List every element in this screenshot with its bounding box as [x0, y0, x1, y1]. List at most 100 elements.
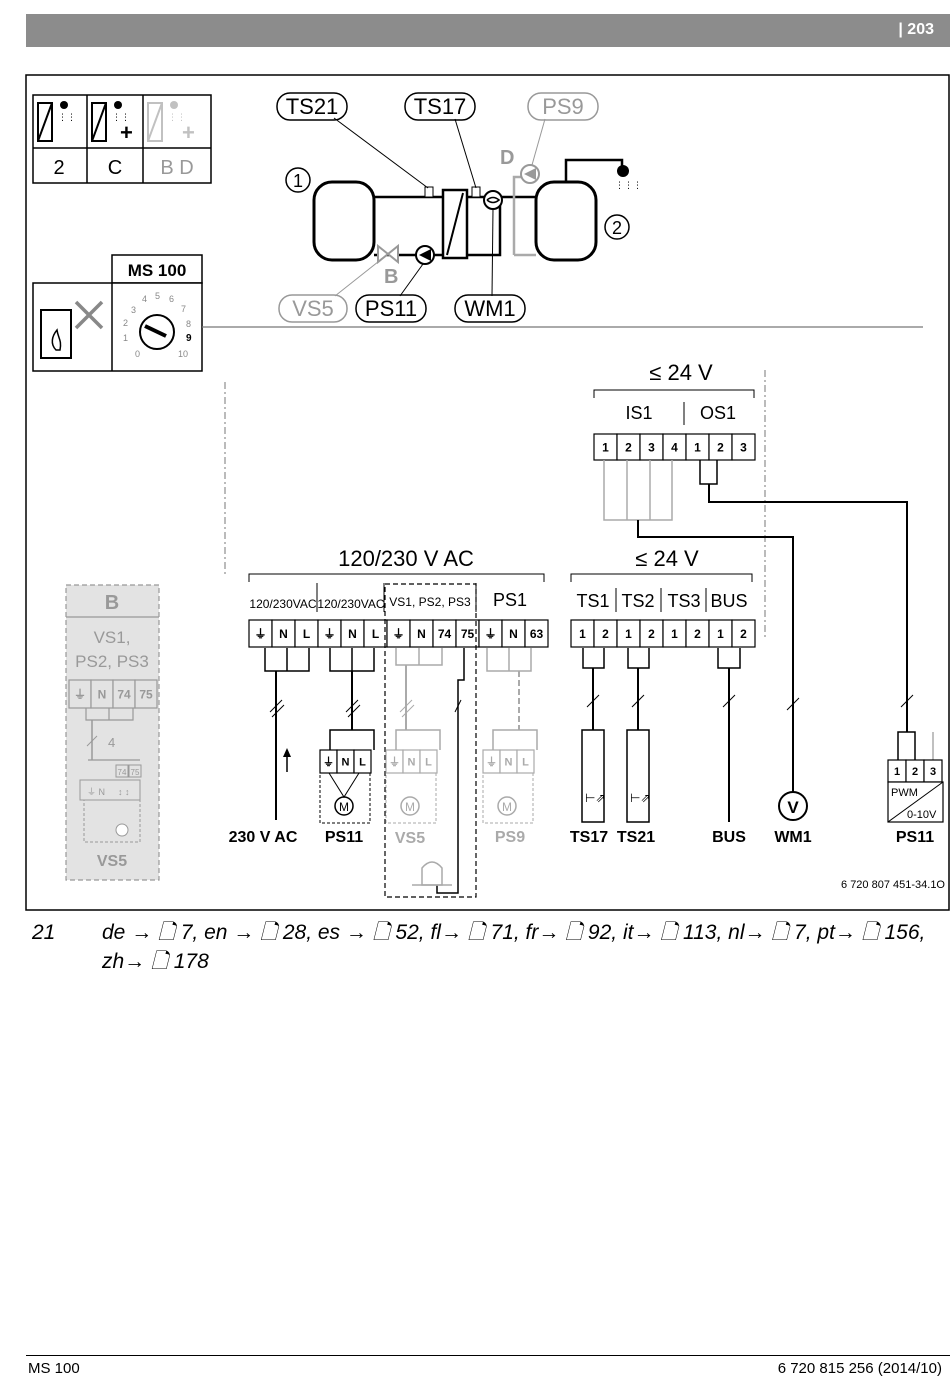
bottom-label: 230 V AC: [229, 829, 298, 846]
terminal-label: 1: [579, 627, 586, 641]
terminal-label: 75: [461, 627, 475, 641]
svg-text:↕ ↕: ↕ ↕: [118, 787, 130, 797]
option-label: VS5: [97, 853, 127, 870]
boiler-icon: [40, 309, 72, 359]
footer-product: MS 100: [28, 1360, 80, 1377]
svg-text:M: M: [339, 800, 349, 814]
terminal-label: 1: [602, 440, 609, 454]
is1-label: IS1: [625, 403, 652, 423]
module-name: MS 100: [128, 261, 187, 280]
vs5-dashed-box: [384, 583, 477, 898]
language-references: de → 🗋 7, en → 🗋 28, es → 🗋 52, fl→ 🗋 71…: [102, 921, 926, 973]
letter-b: B: [384, 266, 398, 288]
ts17-sensor: [471, 186, 481, 198]
dial-pointer: [144, 324, 167, 338]
terminal-label: 2: [717, 440, 724, 454]
svg-text:10: 10: [178, 349, 188, 359]
terminal-label: ⏚: [323, 627, 335, 641]
config-table: ⋮⋮ ⋮⋮ + ⋮⋮ + 2 C B D: [32, 94, 212, 184]
flame-icon: [51, 328, 62, 351]
bottom-label: WM1: [774, 829, 811, 846]
terminal-label: 1: [894, 766, 900, 778]
svg-text:1: 1: [123, 333, 128, 343]
terminal-label: 2: [625, 440, 632, 454]
label-ts17: TS17: [414, 94, 467, 119]
circle-label-2: 2: [612, 218, 622, 238]
wiring-diagram: ⋮⋮ ⋮⋮ + ⋮⋮ + 2 C B D MS 100: [25, 74, 950, 911]
bottom-label: PS9: [495, 829, 525, 846]
svg-text:2: 2: [123, 318, 128, 328]
terminal-label: N: [279, 627, 288, 641]
terminal-label: 3: [740, 440, 747, 454]
terminal-label: L: [303, 627, 310, 641]
terminal-label: 2: [602, 627, 609, 641]
terminal-label: 1: [694, 440, 701, 454]
storage-icon-2: ⋮⋮ +: [91, 101, 133, 145]
bottom-label: BUS: [712, 829, 746, 846]
svg-text:8: 8: [186, 319, 191, 329]
label-ps11: PS11: [365, 296, 417, 321]
vs5-motor-icon: [400, 796, 420, 816]
footer-doc-code: 6 720 815 256 (2014/10): [777, 1360, 942, 1377]
svg-text:⋮⋮⋮: ⋮⋮⋮: [615, 180, 642, 190]
bottom-label: VS5: [395, 830, 425, 847]
svg-text:⋮⋮: ⋮⋮: [58, 112, 76, 122]
ts-group-1: TS1: [576, 591, 609, 611]
label-vs5: VS5: [292, 296, 334, 321]
mains-group-3: VS1, PS2, PS3: [389, 595, 471, 609]
terminal-label: 2: [694, 627, 701, 641]
storage-icon-3: ⋮⋮ +: [147, 101, 195, 145]
terminal-label: N: [509, 627, 518, 641]
svg-text:+: +: [182, 120, 195, 145]
svg-text:7: 7: [181, 304, 186, 314]
thermistor-icon: ⊢⇗: [630, 791, 651, 805]
terminal-label: 75: [139, 687, 153, 701]
terminal-label: 1: [625, 627, 632, 641]
terminal-label: ⏚: [389, 755, 400, 768]
terminal-label: 1: [717, 627, 724, 641]
dial-selected: 9: [186, 333, 192, 344]
terminal-label: ⏚: [74, 687, 86, 701]
tank-1: [312, 180, 376, 262]
low-voltage-label-top: ≤ 24 V: [649, 360, 713, 385]
terminal-label: 74: [438, 627, 452, 641]
svg-text:5: 5: [155, 291, 160, 301]
option-title: B: [105, 592, 119, 614]
diagram-frame: [25, 74, 950, 911]
thermistor-icon: ⊢⇗: [585, 791, 606, 805]
terminal-label: ⏚: [323, 755, 334, 768]
terminal-label: 63: [530, 627, 544, 641]
ps9-motor-icon: [497, 796, 517, 816]
vs5-actuator-icon: [421, 861, 443, 886]
bottom-label: TS17: [570, 829, 608, 846]
svg-text:⋮⋮: ⋮⋮: [112, 112, 130, 122]
terminal-label: ⏚: [254, 627, 266, 641]
terminal-cell: [731, 619, 756, 648]
page-number: | 203: [898, 21, 934, 38]
terminal-label: N: [348, 627, 357, 641]
svg-text:3: 3: [131, 305, 136, 315]
terminal-label: ⏚: [484, 627, 496, 641]
config-value: C: [108, 157, 122, 179]
ts-group-4: BUS: [710, 591, 747, 611]
terminal-label: L: [372, 627, 379, 641]
option-motor-icon: [115, 823, 129, 837]
heat-exchanger: [441, 188, 469, 260]
mains-title: 120/230 V AC: [338, 546, 474, 571]
terminal-label: 74: [117, 687, 131, 701]
terminal-label: 2: [740, 627, 747, 641]
label-wm1: WM1: [464, 296, 515, 321]
config-value: B D: [160, 157, 193, 179]
terminal-label: N: [417, 627, 426, 641]
pwm-range: 0-10V: [907, 809, 937, 821]
footer-rule: [26, 1355, 950, 1356]
terminal-cell: [524, 619, 549, 648]
label-ps9: PS9: [542, 94, 584, 119]
